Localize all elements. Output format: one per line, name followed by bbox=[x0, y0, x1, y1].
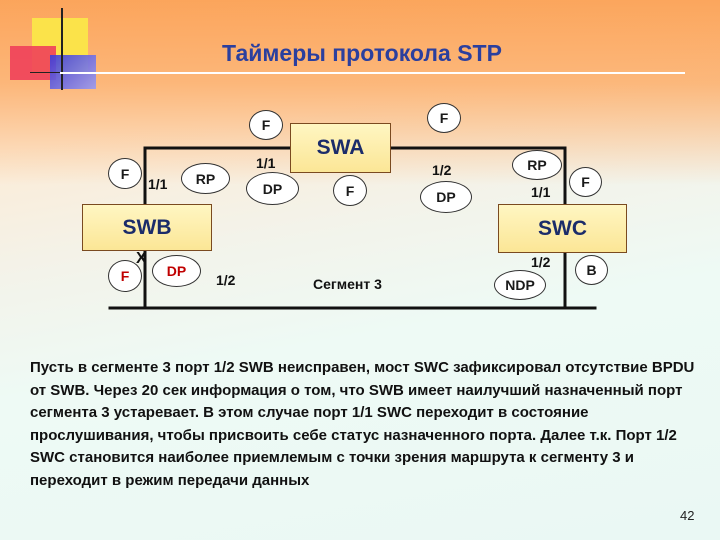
description-paragraph: Пусть в сегменте 3 порт 1/2 SWB неисправ… bbox=[30, 359, 695, 489]
role-swa-center-f: F bbox=[333, 175, 367, 206]
role-swb-f: F bbox=[108, 158, 142, 189]
page-title: Таймеры протокола STP bbox=[222, 40, 502, 66]
fault-mark: X bbox=[136, 250, 147, 267]
port-label-swa-1-1: 1/1 bbox=[256, 155, 276, 171]
role-swc-f: F bbox=[569, 167, 602, 197]
role-swa-right-dp: DP bbox=[420, 181, 472, 213]
logo-red-square bbox=[10, 46, 56, 80]
role-swa-left-top: F bbox=[249, 110, 283, 140]
title-underline bbox=[60, 72, 685, 74]
role-swb-segment-dp: DP bbox=[152, 255, 201, 287]
segment-label: Сегмент 3 bbox=[313, 276, 382, 292]
page-number: 42 bbox=[680, 508, 695, 523]
role-swc-segment-b: B bbox=[575, 255, 608, 285]
port-label-swc-1-2: 1/2 bbox=[531, 254, 551, 270]
switch-swa: SWA bbox=[290, 123, 391, 173]
role-swc-rp: RP bbox=[512, 150, 562, 180]
port-label-swb-1-1: 1/1 bbox=[148, 176, 168, 192]
logo-vertical-line bbox=[61, 8, 63, 90]
role-swb-rp: RP bbox=[181, 163, 230, 194]
role-swb-segment-f: F bbox=[108, 260, 142, 292]
switch-swb: SWB bbox=[82, 204, 212, 251]
port-label-swb-1-2: 1/2 bbox=[216, 272, 236, 288]
port-label-swc-1-1: 1/1 bbox=[531, 184, 551, 200]
switch-swc: SWC bbox=[498, 204, 627, 253]
role-swc-segment-ndp: NDP bbox=[494, 270, 546, 300]
port-label-swa-1-2: 1/2 bbox=[432, 162, 452, 178]
role-swa-right-top: F bbox=[427, 103, 461, 133]
role-swa-left-dp: DP bbox=[246, 172, 299, 205]
